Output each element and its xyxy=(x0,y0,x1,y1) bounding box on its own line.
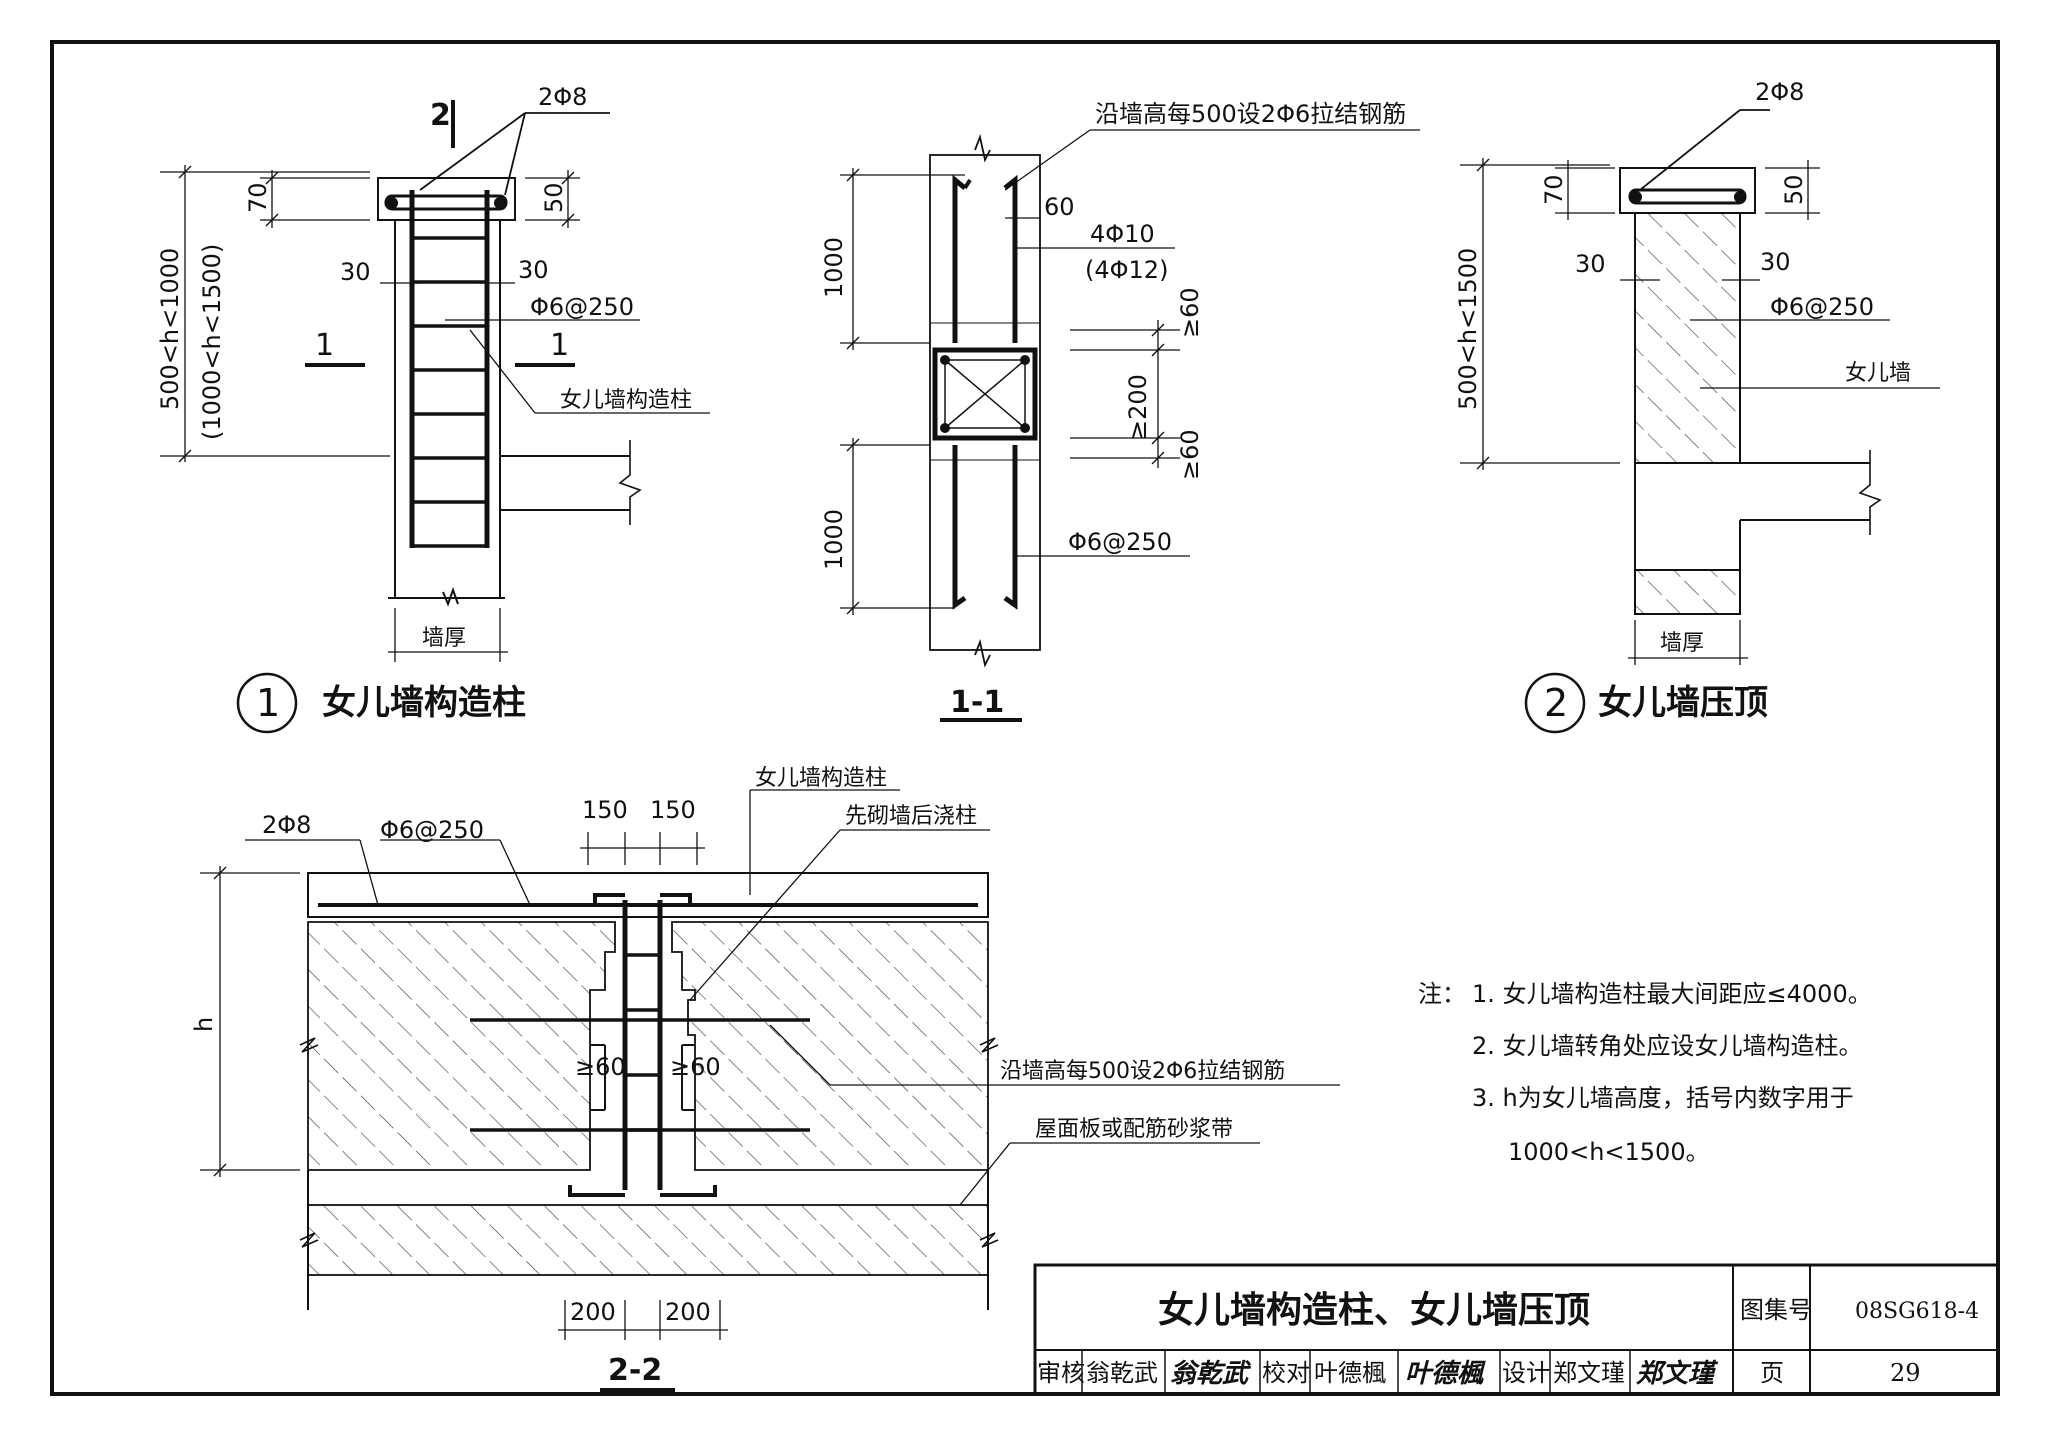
design-label: 设计 xyxy=(1502,1359,1550,1387)
page-number: 29 xyxy=(1890,1359,1921,1387)
detail-2-title: 女儿墙压顶 xyxy=(1598,683,1768,723)
section-2-2 xyxy=(200,789,1340,1392)
notes-prefix: 注： xyxy=(1418,980,1466,1008)
column-label: 女儿墙构造柱 xyxy=(560,388,692,413)
rebar-top-label: 2Φ8 xyxy=(262,811,311,839)
dim-ge200: ≥200 xyxy=(1124,374,1152,440)
tie-bars-label: 沿墙高每500设2Φ6拉结钢筋 xyxy=(1000,1059,1285,1084)
dim-60: 60 xyxy=(1044,193,1075,221)
design-name: 郑文瑾 xyxy=(1553,1359,1625,1387)
wall-thickness-label: 墙厚 xyxy=(422,626,466,651)
detail-1-parapet-column xyxy=(160,100,710,734)
dim-50: 50 xyxy=(1780,174,1808,205)
column-label: 女儿墙构造柱 xyxy=(755,766,887,791)
section-mark-2: 2 xyxy=(430,98,451,133)
stirrup-label: Φ6@250 xyxy=(1068,528,1172,556)
note-3-cont: 1000<h<1500。 xyxy=(1508,1138,1710,1166)
notes: 注： 1. 女儿墙构造柱最大间距应≤4000。 2. 女儿墙转角处应设女儿墙构造… xyxy=(1418,980,1872,1166)
check-name: 叶德楓 xyxy=(1314,1359,1386,1387)
dim-30-left: 30 xyxy=(340,258,371,286)
main-bars-label: 4Φ10 xyxy=(1090,220,1155,248)
detail-1-title: 女儿墙构造柱 xyxy=(322,683,526,723)
dim-30-right: 30 xyxy=(518,256,549,284)
main-bars-alt-label: (4Φ12) xyxy=(1085,256,1168,284)
dim-ge60-left: ≥60 xyxy=(575,1053,626,1081)
atlas-label: 图集号 xyxy=(1740,1296,1812,1324)
dim-200-left: 200 xyxy=(570,1298,616,1326)
section-1-1-title: 1-1 xyxy=(950,685,1004,720)
dim-30-left: 30 xyxy=(1575,250,1606,278)
height-range: 500<h<1000 xyxy=(156,248,184,410)
tie-bars-label: 沿墙高每500设2Φ6拉结钢筋 xyxy=(1095,100,1406,128)
dim-ge60-top: ≥60 xyxy=(1176,287,1204,338)
stirrup-label: Φ6@250 xyxy=(530,293,634,321)
dim-ge60-bottom: ≥60 xyxy=(1176,429,1204,480)
check-label: 校对 xyxy=(1262,1359,1310,1387)
rebar-top-label: 2Φ8 xyxy=(1755,78,1804,106)
dim-1000-bottom: 1000 xyxy=(820,509,848,570)
detail-2-labels: 2Φ8 70 50 30 30 Φ6@250 女儿墙 500<h<1500 墙厚… xyxy=(1454,78,1911,725)
wall-thickness-label: 墙厚 xyxy=(1660,631,1704,656)
section-1-1 xyxy=(840,129,1420,722)
title-block-text: 女儿墙构造柱、女儿墙压顶 图集号 08SG618-4 审核 翁乾武 翁乾武 校对… xyxy=(1037,1290,1979,1389)
dim-70: 70 xyxy=(1540,174,1568,205)
review-name: 翁乾武 xyxy=(1086,1359,1158,1387)
detail-number-2: 2 xyxy=(1544,681,1568,725)
dim-150-right: 150 xyxy=(650,796,696,824)
roof-band-label: 屋面板或配筋砂浆带 xyxy=(1035,1117,1233,1142)
drawing-title: 女儿墙构造柱、女儿墙压顶 xyxy=(1158,1290,1590,1331)
dim-150-left: 150 xyxy=(582,796,628,824)
title-block xyxy=(1033,1263,2000,1396)
cut-mark-right: 1 xyxy=(550,328,569,363)
cast-note: 先砌墙后浇柱 xyxy=(845,804,977,829)
note-1: 1. 女儿墙构造柱最大间距应≤4000。 xyxy=(1472,980,1872,1008)
review-signature: 翁乾武 xyxy=(1170,1359,1252,1389)
cut-mark-left: 1 xyxy=(315,328,334,363)
dim-1000-top: 1000 xyxy=(820,237,848,298)
detail-1-labels: 2 2Φ8 70 50 30 30 Φ6@250 1 1 女儿墙构造柱 500<… xyxy=(156,83,692,725)
page-label: 页 xyxy=(1760,1359,1784,1387)
detail-2-coping xyxy=(1460,109,1940,734)
note-3: 3. h为女儿墙高度，括号内数字用于 xyxy=(1472,1084,1854,1112)
sheet-border xyxy=(50,40,2000,1396)
stirrup-label: Φ6@250 xyxy=(1770,293,1874,321)
wall-label: 女儿墙 xyxy=(1845,361,1911,386)
section-1-1-labels: 沿墙高每500设2Φ6拉结钢筋 60 4Φ10 (4Φ12) 1000 1000… xyxy=(820,100,1406,720)
section-2-2-title: 2-2 xyxy=(608,1353,662,1388)
note-2: 2. 女儿墙转角处应设女儿墙构造柱。 xyxy=(1472,1032,1863,1060)
atlas-number: 08SG618-4 xyxy=(1855,1299,1979,1324)
check-signature: 叶德楓 xyxy=(1405,1359,1486,1389)
dim-70: 70 xyxy=(244,182,272,213)
dim-ge60-right: ≥60 xyxy=(670,1053,721,1081)
height-label: h xyxy=(190,1017,218,1032)
rebar-top-label: 2Φ8 xyxy=(538,83,587,111)
stirrup-label: Φ6@250 xyxy=(380,816,484,844)
dim-200-right: 200 xyxy=(665,1298,711,1326)
design-signature: 郑文瑾 xyxy=(1636,1359,1719,1389)
detail-number-1: 1 xyxy=(256,681,280,725)
height-range-alt: (1000<h<1500) xyxy=(198,244,226,440)
review-label: 审核 xyxy=(1037,1359,1085,1387)
height-range: 500<h<1500 xyxy=(1454,248,1482,410)
section-2-2-labels: 女儿墙构造柱 2Φ8 Φ6@250 150 150 先砌墙后浇柱 h ≥60 ≥… xyxy=(190,766,1285,1388)
dim-50: 50 xyxy=(540,182,568,213)
dim-30-right: 30 xyxy=(1760,248,1791,276)
